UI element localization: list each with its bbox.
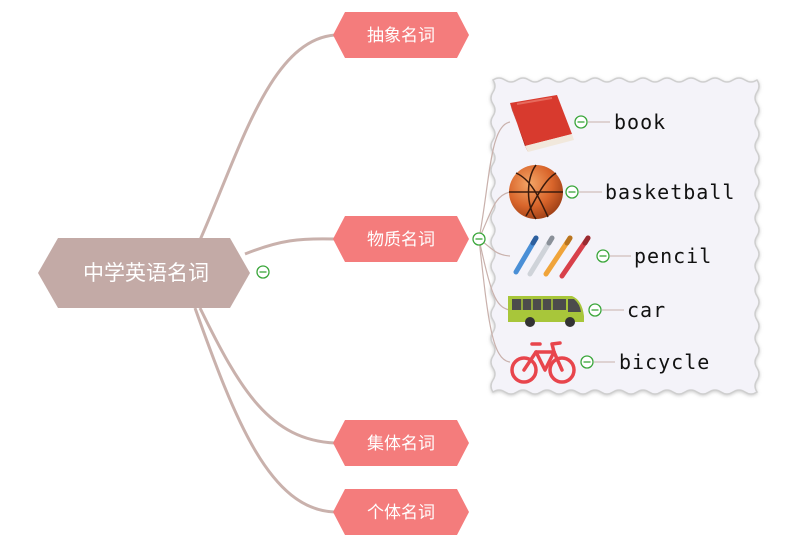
branch-label: 个体名词	[367, 503, 435, 523]
connector-material	[245, 239, 335, 254]
item-label: book	[614, 110, 666, 134]
branch-label: 物质名词	[367, 230, 435, 250]
root-collapse-toggle[interactable]	[257, 266, 269, 278]
branch-abstract-nouns[interactable]: 抽象名词	[333, 12, 469, 58]
connector-abstract	[200, 35, 335, 240]
basketball-icon	[509, 165, 563, 219]
item-label: pencil	[634, 244, 712, 268]
item-label: bicycle	[619, 350, 710, 374]
branch-collective-nouns[interactable]: 集体名词	[333, 420, 469, 466]
item-label: car	[627, 298, 666, 322]
material-collapse-toggle[interactable]	[473, 233, 485, 245]
branch-individual-nouns[interactable]: 个体名词	[333, 489, 469, 535]
branch-material-nouns[interactable]: 物质名词	[333, 216, 469, 262]
item-label: basketball	[605, 180, 735, 204]
root-node[interactable]: 中学英语名词	[38, 238, 250, 308]
branch-label: 抽象名词	[367, 26, 435, 46]
branch-label: 集体名词	[367, 434, 435, 454]
root-label: 中学英语名词	[83, 261, 209, 285]
